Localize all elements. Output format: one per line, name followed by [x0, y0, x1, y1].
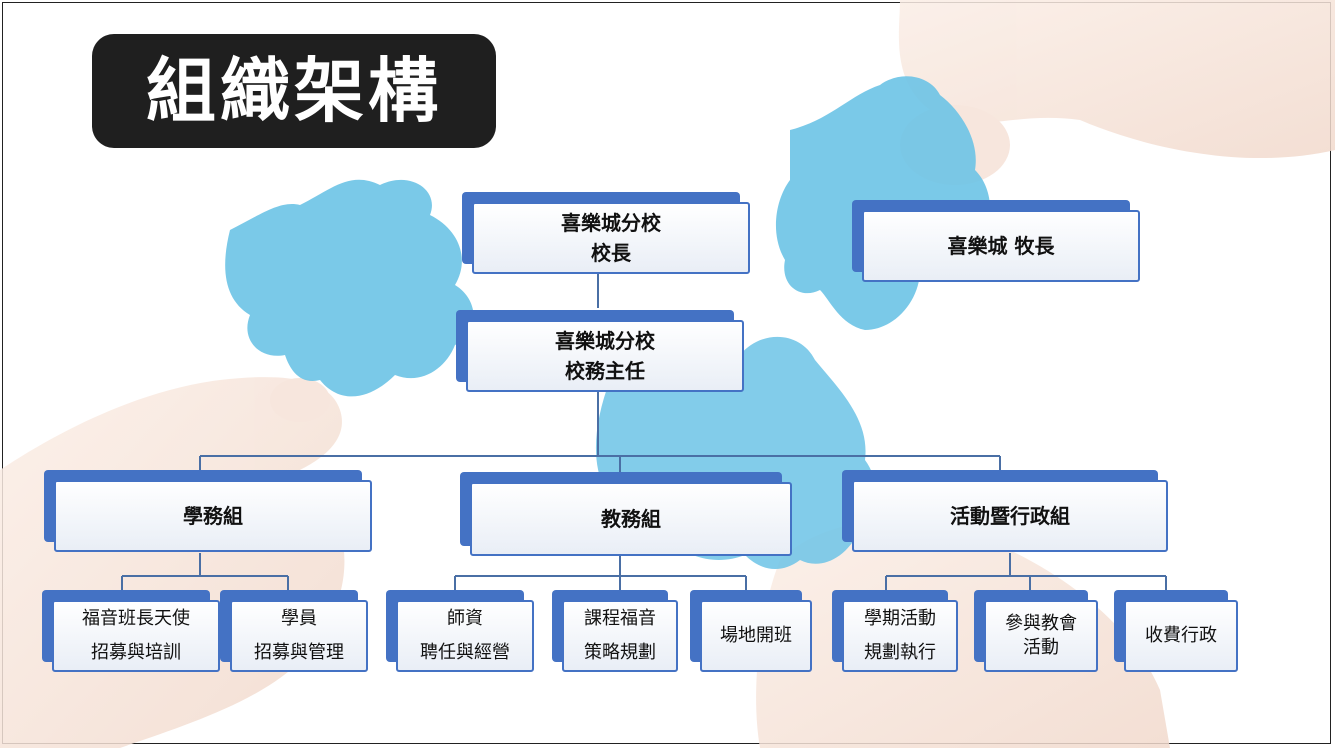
- node-students: 學員 招募與管理: [220, 590, 368, 672]
- node-label-line-2: 聘任與經營: [420, 642, 510, 663]
- node-pastor: 喜樂城 牧長: [852, 200, 1140, 282]
- node-box: 學員 招募與管理: [230, 600, 368, 672]
- hand-left: [0, 377, 345, 748]
- hand-bottom-right: [756, 520, 1170, 748]
- node-label-line-1: 場地開班: [720, 625, 792, 646]
- node-label-line-2: 活動: [1023, 637, 1059, 658]
- node-label-line-2: 策略規劃: [584, 642, 656, 663]
- node-label-line-2: 校長: [591, 241, 631, 265]
- node-semester-activities: 學期活動 規劃執行: [832, 590, 958, 672]
- node-label-line-2: 招募與培訓: [91, 642, 181, 663]
- node-label-line-1: 喜樂城分校: [555, 329, 655, 353]
- node-box: 活動暨行政組: [852, 480, 1168, 552]
- node-label-line-1: 福音班長天使: [82, 608, 190, 629]
- node-box: 福音班長天使 招募與培訓: [52, 600, 220, 672]
- node-box: 喜樂城分校 校務主任: [466, 320, 744, 392]
- node-box: 喜樂城分校 校長: [472, 202, 750, 274]
- node-box: 師資 聘任與經營: [396, 600, 534, 672]
- node-academic-affairs: 教務組: [460, 472, 792, 556]
- node-teachers: 師資 聘任與經營: [386, 590, 534, 672]
- node-curriculum: 課程福音 策略規劃: [552, 590, 678, 672]
- node-activities-admin: 活動暨行政組: [842, 470, 1168, 552]
- node-box: 喜樂城 牧長: [862, 210, 1140, 282]
- node-box: 學期活動 規劃執行: [842, 600, 958, 672]
- node-label-line-1: 學務組: [183, 504, 243, 528]
- node-label-line-2: 規劃執行: [864, 642, 936, 663]
- node-label-line-2: 招募與管理: [254, 642, 344, 663]
- node-label-line-1: 喜樂城 牧長: [947, 234, 1055, 258]
- node-church-activities: 參與教會 活動: [974, 590, 1098, 672]
- node-box: 收費行政: [1124, 600, 1238, 672]
- node-label-line-1: 教務組: [601, 507, 661, 531]
- node-label-line-1: 課程福音: [584, 608, 656, 629]
- node-principal: 喜樂城分校 校長: [462, 192, 750, 274]
- node-label-line-1: 活動暨行政組: [950, 504, 1070, 528]
- node-box: 參與教會 活動: [984, 600, 1098, 672]
- node-label-line-1: 師資: [447, 608, 483, 629]
- node-gospel-class-leader: 福音班長天使 招募與培訓: [42, 590, 220, 672]
- connector-lines: [121, 274, 1167, 590]
- node-box: 學務組: [54, 480, 372, 552]
- node-director: 喜樂城分校 校務主任: [456, 310, 744, 392]
- node-box: 教務組: [470, 482, 792, 556]
- node-box: 場地開班: [700, 600, 812, 672]
- node-student-affairs: 學務組: [44, 470, 372, 552]
- puzzle-piece-left: [225, 179, 474, 397]
- node-label-line-2: 校務主任: [565, 359, 645, 383]
- node-label-line-1: 學期活動: [864, 608, 936, 629]
- node-venue: 場地開班: [690, 590, 812, 672]
- node-label-line-1: 收費行政: [1145, 625, 1217, 646]
- node-label-line-1: 喜樂城分校: [561, 211, 661, 235]
- page-title: 組織架構: [92, 34, 496, 148]
- node-label-line-1: 參與教會: [1005, 613, 1077, 634]
- node-fee-admin: 收費行政: [1114, 590, 1238, 672]
- node-label-line-1: 學員: [281, 608, 317, 629]
- node-box: 課程福音 策略規劃: [562, 600, 678, 672]
